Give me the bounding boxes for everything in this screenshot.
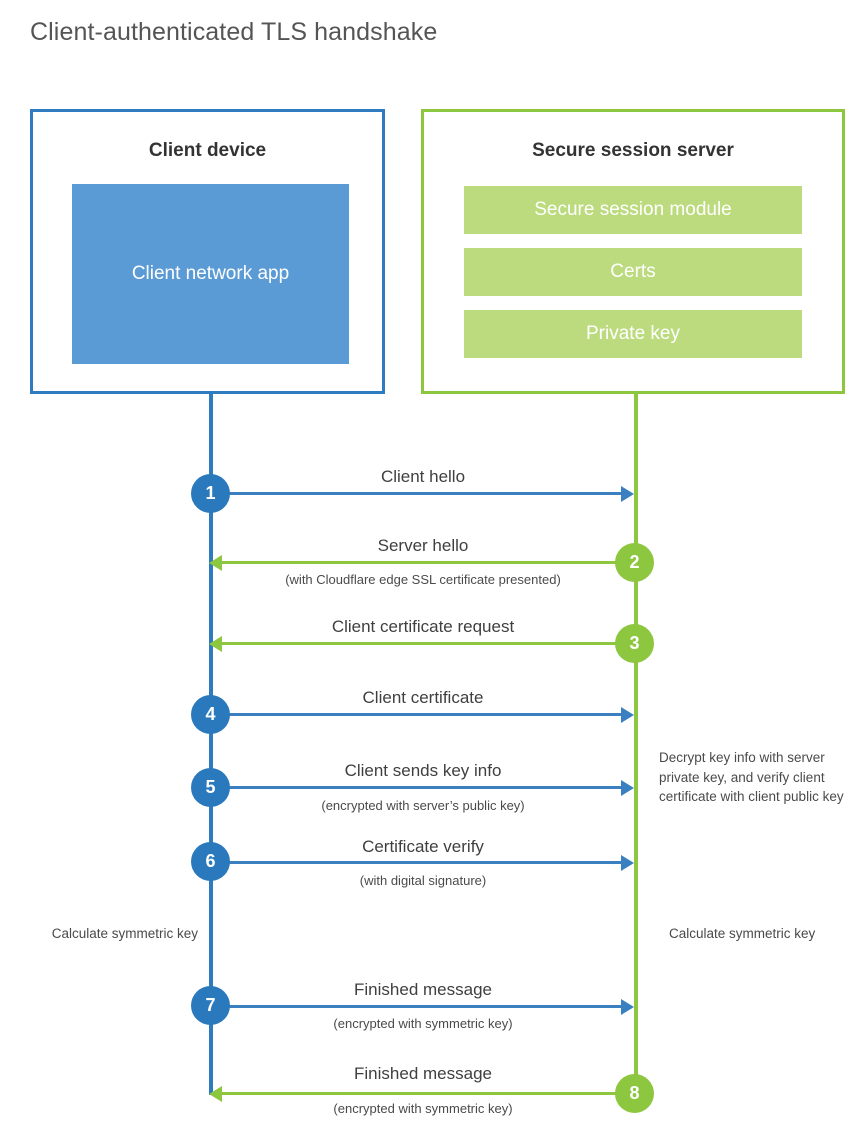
server-component-secure-session-module: Secure session module bbox=[464, 186, 802, 234]
step-4-circle[interactable]: 4 bbox=[191, 695, 230, 734]
step-4-arrow-line bbox=[211, 713, 623, 716]
step-2-label: Server hello bbox=[377, 536, 469, 555]
step-8-sublabel: (encrypted with symmetric key) bbox=[333, 1101, 513, 1116]
note-decrypt-key-info: Decrypt key info with server private key… bbox=[659, 750, 844, 805]
step-1-label: Client hello bbox=[380, 467, 466, 486]
step-6-arrow-line bbox=[211, 861, 623, 864]
note-calculate-symmetric-key-server: Calculate symmetric key bbox=[669, 926, 816, 941]
client-device-box: Client device Client network app bbox=[30, 109, 385, 394]
step-5-arrow-line bbox=[211, 786, 623, 789]
step-6-circle[interactable]: 6 bbox=[191, 842, 230, 881]
step-7-sublabel: (encrypted with symmetric key) bbox=[333, 1016, 513, 1031]
step-5-label: Client sends key info bbox=[344, 761, 502, 780]
step-6-sublabel: (with digital signature) bbox=[359, 873, 487, 888]
step-4-arrow-head bbox=[621, 707, 634, 723]
step-2-circle[interactable]: 2 bbox=[615, 543, 654, 582]
secure-session-server-title: Secure session server bbox=[532, 140, 734, 161]
step-3-circle[interactable]: 3 bbox=[615, 624, 654, 663]
step-7-circle[interactable]: 7 bbox=[191, 986, 230, 1025]
step-8-arrow-head bbox=[209, 1086, 222, 1102]
client-device-title: Client device bbox=[148, 140, 267, 161]
client-network-app-block: Client network app bbox=[72, 184, 349, 364]
step-5-arrow-head bbox=[621, 780, 634, 796]
step-8-circle[interactable]: 8 bbox=[615, 1074, 654, 1113]
step-2-arrow-head bbox=[209, 555, 222, 571]
step-2-arrow-line bbox=[222, 561, 636, 564]
step-8-label: Finished message bbox=[354, 1064, 492, 1083]
page-title: Client-authenticated TLS handshake bbox=[30, 18, 438, 46]
step-7-arrow-head bbox=[621, 999, 634, 1015]
step-8-arrow-line bbox=[222, 1092, 636, 1095]
step-5-sublabel: (encrypted with server’s public key) bbox=[321, 798, 525, 813]
step-6-label: Certificate verify bbox=[362, 837, 484, 856]
server-lifeline bbox=[634, 394, 638, 1094]
server-component-private-key: Private key bbox=[464, 310, 802, 358]
step-5-circle[interactable]: 5 bbox=[191, 768, 230, 807]
secure-session-server-box: Secure session server Secure session mod… bbox=[421, 109, 845, 394]
note-calculate-symmetric-key-client: Calculate symmetric key bbox=[51, 926, 198, 941]
step-3-arrow-head bbox=[209, 636, 222, 652]
step-7-arrow-line bbox=[211, 1005, 623, 1008]
step-6-arrow-head bbox=[621, 855, 634, 871]
step-7-label: Finished message bbox=[354, 980, 492, 999]
step-4-label: Client certificate bbox=[362, 688, 484, 707]
client-lifeline bbox=[209, 394, 213, 1095]
step-3-label: Client certificate request bbox=[331, 617, 515, 636]
step-3-arrow-line bbox=[222, 642, 636, 645]
step-2-sublabel: (with Cloudflare edge SSL certificate pr… bbox=[285, 572, 561, 587]
step-1-arrow-head bbox=[621, 486, 634, 502]
step-1-circle[interactable]: 1 bbox=[191, 474, 230, 513]
server-component-certs: Certs bbox=[464, 248, 802, 296]
step-1-arrow-line bbox=[211, 492, 623, 495]
